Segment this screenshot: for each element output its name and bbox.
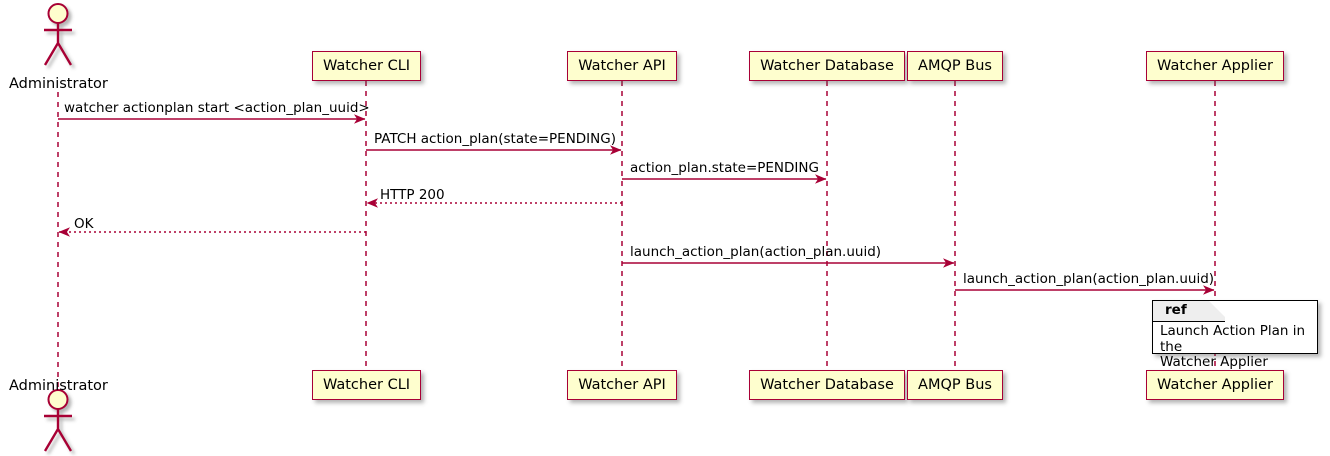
- message-label-2: PATCH action_plan(state=PENDING): [374, 131, 616, 147]
- participant-box-amqp-bus-top[interactable]: AMQP Bus: [907, 51, 1003, 81]
- participant-label: Watcher CLI: [322, 57, 411, 74]
- lifelines-group: [57, 81, 1216, 392]
- participant-label: Watcher CLI: [322, 376, 411, 393]
- message-label-7: launch_action_plan(action_plan.uuid): [963, 271, 1215, 287]
- participant-box-amqp-bus-bottom[interactable]: AMQP Bus: [907, 370, 1003, 400]
- participant-box-watcher-db-top[interactable]: Watcher Database: [749, 51, 905, 81]
- ref-fragment-body: Launch Action Plan in the Watcher Applie…: [1160, 323, 1320, 371]
- participant-label: AMQP Bus: [918, 57, 992, 74]
- participant-label: Watcher API: [578, 376, 666, 393]
- participant-box-watcher-db-bottom[interactable]: Watcher Database: [749, 370, 905, 400]
- message-label-6: launch_action_plan(action_plan.uuid): [630, 244, 882, 260]
- message-label-5: OK: [74, 216, 94, 232]
- participant-label: Watcher Database: [760, 57, 894, 74]
- actor-label-administrator-bottom: Administrator: [9, 378, 108, 394]
- actor-body: [43, 23, 73, 66]
- participant-label: AMQP Bus: [918, 376, 992, 393]
- actor-label-administrator-top: Administrator: [9, 76, 108, 92]
- ref-fragment-body-line-2: Watcher Applier: [1160, 354, 1268, 370]
- actor-figure: [43, 3, 73, 66]
- ref-fragment-tab-label: ref: [1165, 302, 1187, 318]
- actor-body: [43, 409, 73, 452]
- actor-head: [47, 3, 69, 24]
- ref-fragment-tab: [1153, 301, 1225, 322]
- ref-fragment: ref Launch Action Plan in the Watcher Ap…: [1152, 300, 1318, 370]
- ref-fragment-body-line-1: Launch Action Plan in the: [1160, 323, 1306, 355]
- participant-label: Watcher API: [578, 57, 666, 74]
- participant-label: Watcher Applier: [1157, 57, 1273, 74]
- actor-figures-group: [43, 3, 73, 452]
- participant-label: Watcher Database: [760, 376, 894, 393]
- participant-label: Watcher Applier: [1157, 376, 1273, 393]
- participant-box-watcher-api-top[interactable]: Watcher API: [567, 51, 677, 81]
- message-label-1: watcher actionplan start <action_plan_uu…: [64, 100, 370, 116]
- participant-box-watcher-cli-bottom[interactable]: Watcher CLI: [312, 370, 421, 400]
- message-arrows-group: [58, 114, 1215, 295]
- participant-box-watcher-applier-top[interactable]: Watcher Applier: [1146, 51, 1284, 81]
- actor-figure: [43, 389, 73, 452]
- participant-box-watcher-applier-bottom[interactable]: Watcher Applier: [1146, 370, 1284, 400]
- participant-box-watcher-cli-top[interactable]: Watcher CLI: [312, 51, 421, 81]
- participant-box-watcher-api-bottom[interactable]: Watcher API: [567, 370, 677, 400]
- message-label-4: HTTP 200: [380, 187, 445, 203]
- message-label-3: action_plan.state=PENDING: [630, 160, 819, 176]
